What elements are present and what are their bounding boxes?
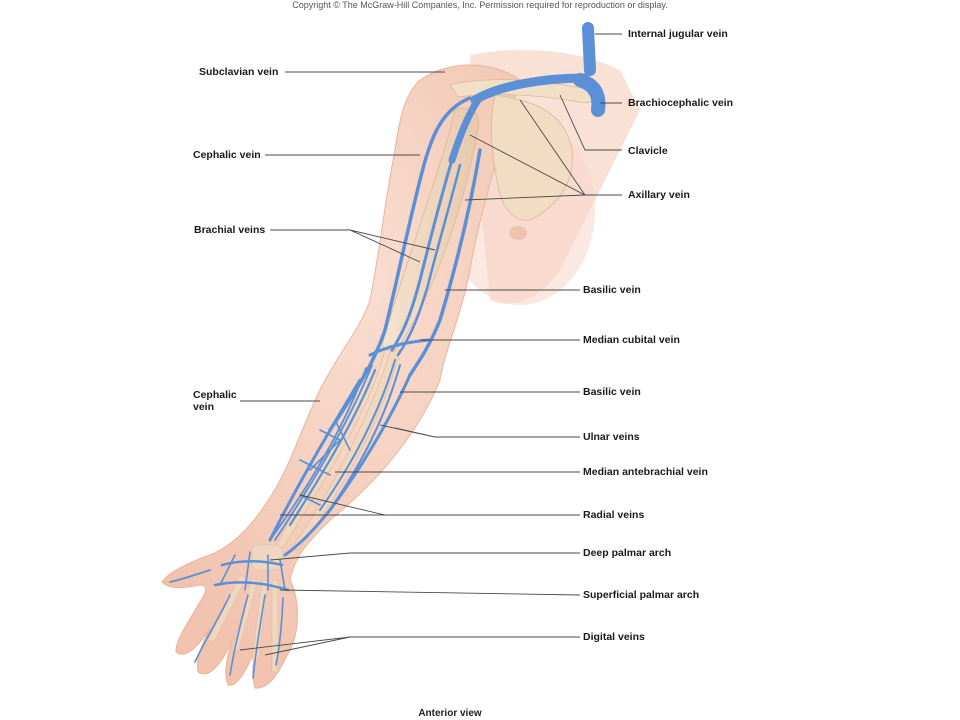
- digital-vein-ring: [252, 594, 266, 679]
- ulnar-vein-1: [319, 359, 396, 511]
- leader-digital: [239, 636, 580, 656]
- label-axillary-vein: Axillary vein: [628, 189, 690, 201]
- leader-superficial-palmar: [279, 589, 581, 596]
- cephalic-vein-upper: [328, 96, 472, 432]
- label-median-cubital-vein: Median cubital vein: [583, 334, 680, 346]
- label-cephalic-vein-upper: Cephalic vein: [193, 149, 261, 161]
- label-cephalic-vein-lower-line2: vein: [193, 401, 215, 413]
- basilic-vein-upper: [408, 148, 482, 377]
- median-antebrachial-vein: [288, 368, 377, 527]
- leader-brachial: [270, 229, 436, 263]
- label-deep-palmar-arch: Deep palmar arch: [583, 547, 672, 559]
- internal-jugular-vein: [582, 22, 596, 76]
- label-subclavian-vein: Subclavian vein: [199, 66, 279, 78]
- digital-vein-thumb: [169, 569, 211, 583]
- label-digital-veins: Digital veins: [583, 631, 645, 643]
- label-brachiocephalic-vein: Brachiocephalic vein: [628, 97, 734, 109]
- veins: [169, 22, 606, 679]
- leader-radial: [280, 494, 580, 516]
- view-caption: Anterior view: [418, 708, 482, 719]
- leader-deep-palmar: [269, 552, 580, 561]
- hand-network: [219, 551, 286, 591]
- label-brachial-veins: Brachial veins: [194, 224, 266, 236]
- leader-axillary: [464, 99, 622, 201]
- axillary-vein: [448, 96, 482, 164]
- label-ulnar-veins: Ulnar veins: [583, 431, 640, 443]
- scapula-bone: [490, 94, 573, 221]
- nipple: [509, 226, 527, 240]
- forearm-network: [299, 419, 351, 506]
- label-basilic-vein-upper: Basilic vein: [583, 284, 641, 296]
- digital-vein-middle: [229, 594, 249, 676]
- label-superficial-palmar-arch: Superficial palmar arch: [583, 589, 700, 601]
- subclavian-vein: [470, 73, 590, 105]
- label-internal-jugular-vein: Internal jugular vein: [628, 28, 728, 40]
- label-clavicle: Clavicle: [628, 145, 668, 157]
- brachial-vein-1: [390, 158, 454, 352]
- cephalic-vein-lower: [268, 378, 362, 542]
- label-median-antebrachial-vein: Median antebrachial vein: [583, 466, 708, 478]
- label-radial-veins: Radial veins: [583, 509, 645, 521]
- ulnar-vein-2: [325, 364, 401, 516]
- digital-vein-little: [275, 597, 284, 666]
- leader-ulnar: [379, 424, 580, 438]
- deep-palmar-arch: [220, 560, 284, 567]
- label-basilic-vein-lower: Basilic vein: [583, 386, 641, 398]
- copyright-notice: Copyright © The McGraw-Hill Companies, I…: [292, 0, 668, 10]
- brachial-vein-2: [396, 163, 462, 357]
- median-cubital-vein: [368, 338, 430, 357]
- leader-clavicle: [559, 94, 622, 151]
- leader-lines: [239, 33, 622, 656]
- digital-vein-index: [194, 594, 231, 663]
- label-cephalic-vein-lower-line1: Cephalic: [193, 389, 237, 401]
